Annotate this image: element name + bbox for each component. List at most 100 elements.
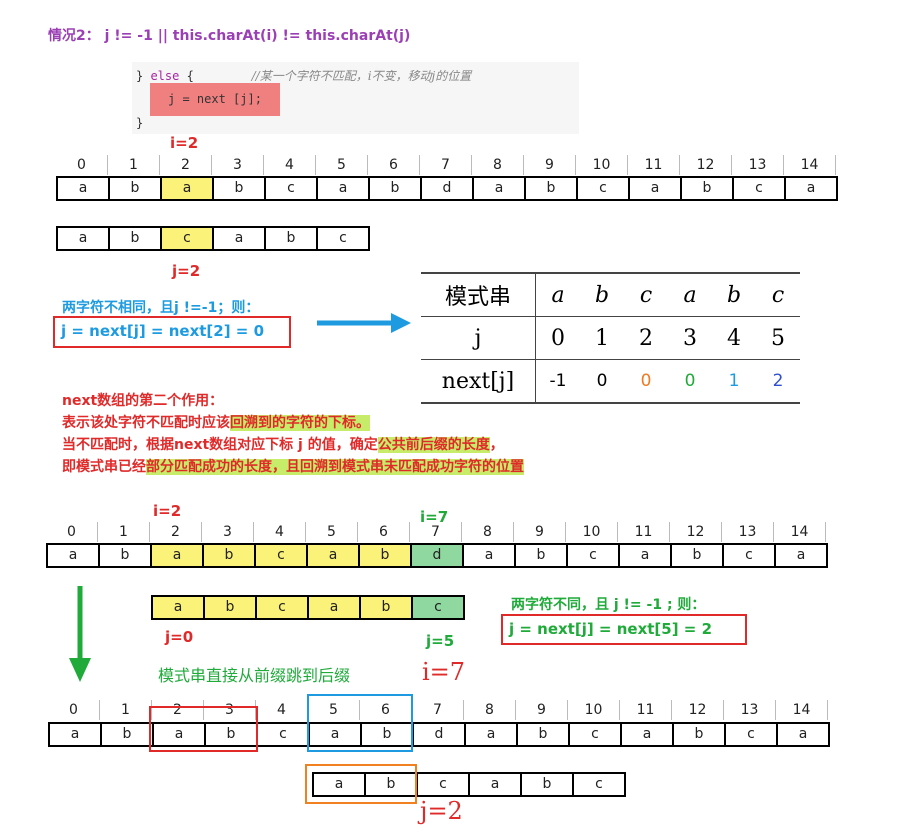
- index-cell: 10: [576, 155, 628, 175]
- index-cell: 2: [150, 522, 202, 542]
- index-cell: 14: [784, 155, 836, 175]
- text-char-cell: a: [306, 543, 360, 568]
- text-char-cell: b: [672, 722, 726, 747]
- index-cell: 11: [628, 155, 680, 175]
- text-char-cell: c: [732, 176, 786, 201]
- index-cell: 0: [46, 522, 98, 542]
- text-char-cell: b: [212, 176, 266, 201]
- code-block: } else { //某一个字符不匹配，i不变，移动j的位置 j = next …: [132, 62, 579, 134]
- jump-note: 模式串直接从前缀跳到后缀: [158, 666, 351, 685]
- label-j-2-third: j=2: [420, 797, 463, 825]
- pattern-char-cell: b: [264, 226, 318, 251]
- index-cell: 1: [98, 522, 150, 542]
- pattern-char-cell: a: [307, 595, 361, 620]
- note-mismatch-1: 两字符不相同，且j !=-1；则：: [62, 300, 260, 316]
- pattern-char-cell: a: [468, 772, 522, 797]
- index-cell: 4: [254, 522, 306, 542]
- next-table-row-pattern: 模式串 a b c a b c: [421, 272, 800, 317]
- index-cell: 9: [516, 700, 568, 720]
- label-i-7: i=7: [420, 508, 449, 526]
- text-char-cell: a: [774, 543, 828, 568]
- pattern-char-cell: b: [108, 226, 162, 251]
- index-cell: 6: [368, 155, 420, 175]
- matched-prefix-outline: [305, 764, 417, 804]
- label-i-2-second: i=2: [153, 502, 182, 520]
- else-keyword: else: [150, 69, 180, 83]
- row-header-j: j: [421, 316, 536, 360]
- pattern-char-cell: c: [416, 772, 470, 797]
- next-table-row-next: next[j] -1 0 0 0 1 2: [421, 359, 800, 404]
- index-cell: 1: [108, 155, 160, 175]
- explain-line-2: 表示该处字符不匹配时应该回溯到的字符的下标。: [62, 415, 370, 431]
- text-char-cell: b: [100, 722, 154, 747]
- formula-box-1: j = next[j] = next[2] = 0: [53, 316, 291, 348]
- index-cell: 9: [524, 155, 576, 175]
- formula-box-2: j = next[j] = next[5] = 2: [501, 614, 747, 645]
- text-char-cell: b: [98, 543, 152, 568]
- text-char-cell: b: [108, 176, 162, 201]
- formula-2: j = next[j] = next[5] = 2: [509, 620, 713, 638]
- pattern-char-cell: c: [572, 772, 626, 797]
- index-cell: 12: [670, 522, 722, 542]
- index-cell: 13: [732, 155, 784, 175]
- text-char-cell: a: [462, 543, 516, 568]
- text-char-cell: c: [576, 176, 630, 201]
- index-cell: 14: [776, 700, 828, 720]
- explain-line-3: 当不匹配时，根据next数组对应下标 j 的值，确定公共前后缀的长度，: [62, 437, 504, 453]
- text-char-cell: a: [46, 543, 100, 568]
- pattern-char-cell: b: [359, 595, 413, 620]
- index-cell: 6: [358, 522, 410, 542]
- arrow-down-icon: [69, 586, 91, 682]
- pattern-char-cell: c: [316, 226, 370, 251]
- text-char-cell: b: [524, 176, 578, 201]
- code-line-assign: j = next [j];: [168, 92, 262, 106]
- text-char-cell: b: [670, 543, 724, 568]
- text-char-cell: a: [464, 722, 518, 747]
- text-char-cell: a: [56, 176, 110, 201]
- label-j-2: j=2: [172, 262, 201, 280]
- index-cell: 3: [212, 155, 264, 175]
- index-cell: 5: [308, 700, 360, 720]
- text-char-cell: c: [264, 176, 318, 201]
- pattern-char-cell: a: [151, 595, 205, 620]
- index-cell: 5: [306, 522, 358, 542]
- index-cell: 11: [620, 700, 672, 720]
- index-cell: 5: [316, 155, 368, 175]
- index-cell: 4: [264, 155, 316, 175]
- pattern-char-cell: b: [520, 772, 574, 797]
- text-char-cell: a: [784, 176, 838, 201]
- index-cell: 8: [472, 155, 524, 175]
- label-j-5: j=5: [426, 632, 455, 650]
- text-char-cell: a: [472, 176, 526, 201]
- formula-1: j = next[j] = next[2] = 0: [61, 322, 265, 340]
- text-char-cell: c: [568, 722, 622, 747]
- index-cell: 4: [256, 700, 308, 720]
- note-mismatch-2: 两字符不同，且 j != -1 ; 则：: [511, 597, 706, 613]
- text-char-cell: a: [160, 176, 214, 201]
- text-char-cell: a: [150, 543, 204, 568]
- text-char-cell: b: [516, 722, 570, 747]
- index-cell: 10: [568, 700, 620, 720]
- pattern-char-cell: c: [160, 226, 214, 251]
- text-char-cell: c: [256, 722, 310, 747]
- text-char-cell: b: [204, 722, 258, 747]
- index-cell: 7: [420, 155, 472, 175]
- text-char-cell: d: [420, 176, 474, 201]
- text-char-cell: b: [360, 722, 414, 747]
- index-cell: 0: [56, 155, 108, 175]
- prefix-outline: [149, 706, 258, 752]
- suffix-outline: [307, 694, 413, 752]
- text-char-cell: b: [368, 176, 422, 201]
- text-char-cell: c: [722, 543, 776, 568]
- pattern-char-cell: a: [56, 226, 110, 251]
- text-char-cell: c: [724, 722, 778, 747]
- index-cell: 13: [724, 700, 776, 720]
- index-cell: 2: [160, 155, 212, 175]
- text-char-cell: a: [628, 176, 682, 201]
- index-cell: 7: [412, 700, 464, 720]
- index-cell: 10: [566, 522, 618, 542]
